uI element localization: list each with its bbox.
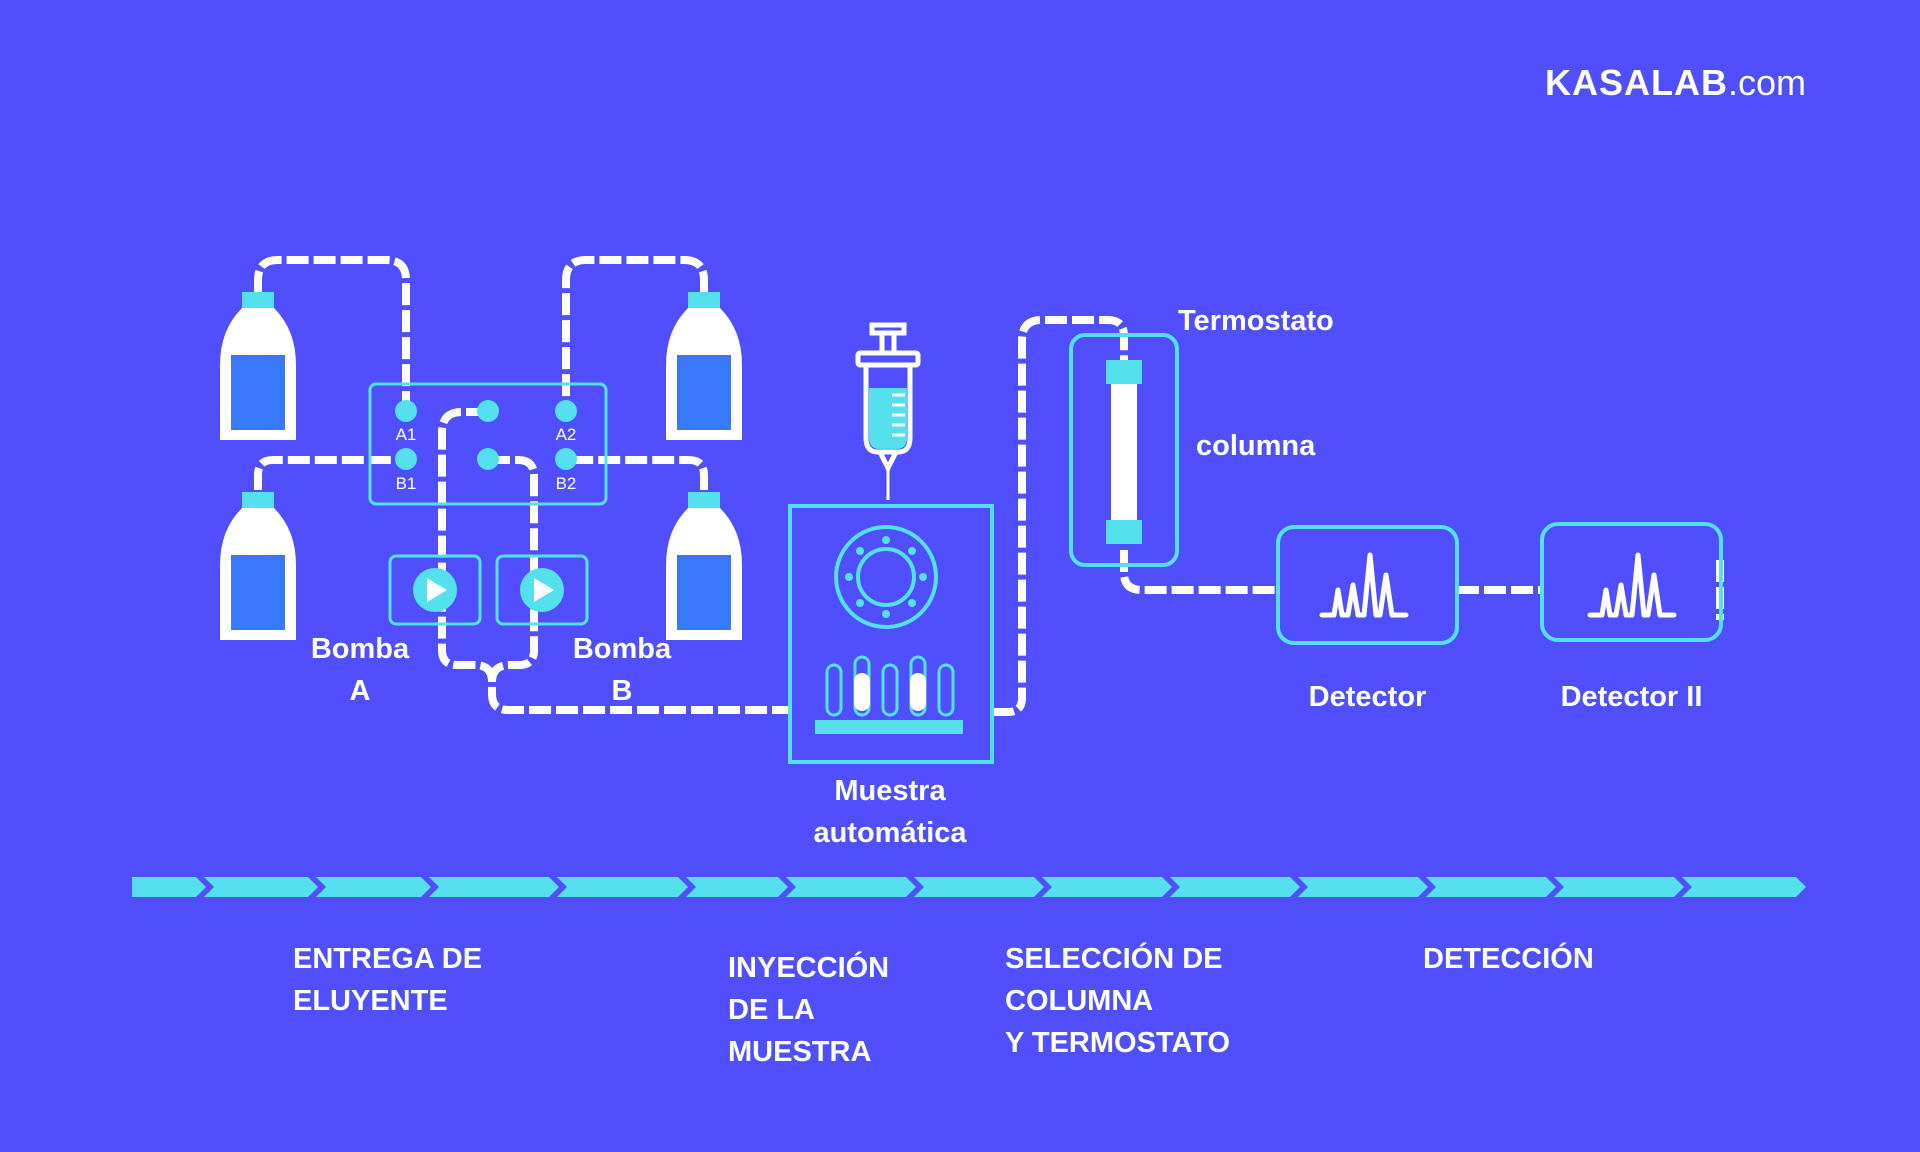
play-icon <box>534 578 554 602</box>
play-icon <box>427 578 447 602</box>
stage-sample-injection: INYECCIÓN DE LA MUESTRA <box>728 952 890 1069</box>
timeline-chevron <box>557 877 688 897</box>
brand-logo: KASALAB.com <box>1545 62 1806 104</box>
timeline-chevron <box>1298 877 1428 897</box>
thermostat-label: Termostato <box>1178 305 1334 337</box>
solvent-valve-box <box>368 382 608 506</box>
chromatogram-icon <box>1322 555 1406 615</box>
port-label-a1: A1 <box>396 425 417 444</box>
pump-b-label: Bomba B <box>572 633 672 708</box>
timeline-chevron <box>914 877 1044 897</box>
detector-2-label: Detector II <box>1560 681 1703 713</box>
timeline-chevron <box>316 877 431 897</box>
brand-name: KASALAB <box>1545 62 1728 103</box>
port-label-b1: B1 <box>396 474 417 493</box>
detector-1-label: Detector <box>1308 681 1427 713</box>
timeline-chevron <box>686 877 788 897</box>
stage-column-thermostat: SELECCIÓN DE COLUMNA Y TERMOSTATO <box>1005 943 1231 1060</box>
eluent-bottle-b1 <box>220 492 296 640</box>
detector-1 <box>1276 525 1459 645</box>
timeline-chevron <box>204 877 318 897</box>
autosampler <box>788 504 994 764</box>
timeline-chevron <box>1682 877 1806 897</box>
pump-b <box>495 554 589 626</box>
tubing <box>254 256 1724 716</box>
eluent-bottle-a2 <box>666 292 742 440</box>
port-label-b2: B2 <box>556 474 577 493</box>
eluent-bottle-b2 <box>666 492 742 640</box>
sample-tubes <box>825 655 955 717</box>
autosampler-label: Muestra automática <box>813 775 967 850</box>
timeline-chevron <box>132 877 206 897</box>
timeline-chevron <box>429 877 559 897</box>
timeline-chevron <box>1426 877 1556 897</box>
pump-a-label: Bomba A <box>310 633 410 708</box>
timeline-chevron <box>1554 877 1684 897</box>
eluent-bottle-a1 <box>220 292 296 440</box>
brand-suffix: .com <box>1728 62 1807 103</box>
timeline-chevron <box>1170 877 1300 897</box>
stage-detection: DETECCIÓN <box>1423 943 1594 975</box>
stage-eluent-delivery: ENTREGA DE ELUYENTE <box>293 943 483 1018</box>
syringe-icon <box>855 322 921 500</box>
valve-ports <box>395 400 577 470</box>
timeline-chevron <box>1042 877 1172 897</box>
timeline-chevron <box>786 877 916 897</box>
pump-a <box>388 554 482 626</box>
detector-2 <box>1540 522 1723 642</box>
column-thermostat <box>1069 333 1179 567</box>
port-label-a2: A2 <box>556 425 577 444</box>
column-label: columna <box>1196 430 1316 462</box>
chromatogram-icon <box>1590 555 1674 615</box>
process-timeline <box>132 877 1806 897</box>
